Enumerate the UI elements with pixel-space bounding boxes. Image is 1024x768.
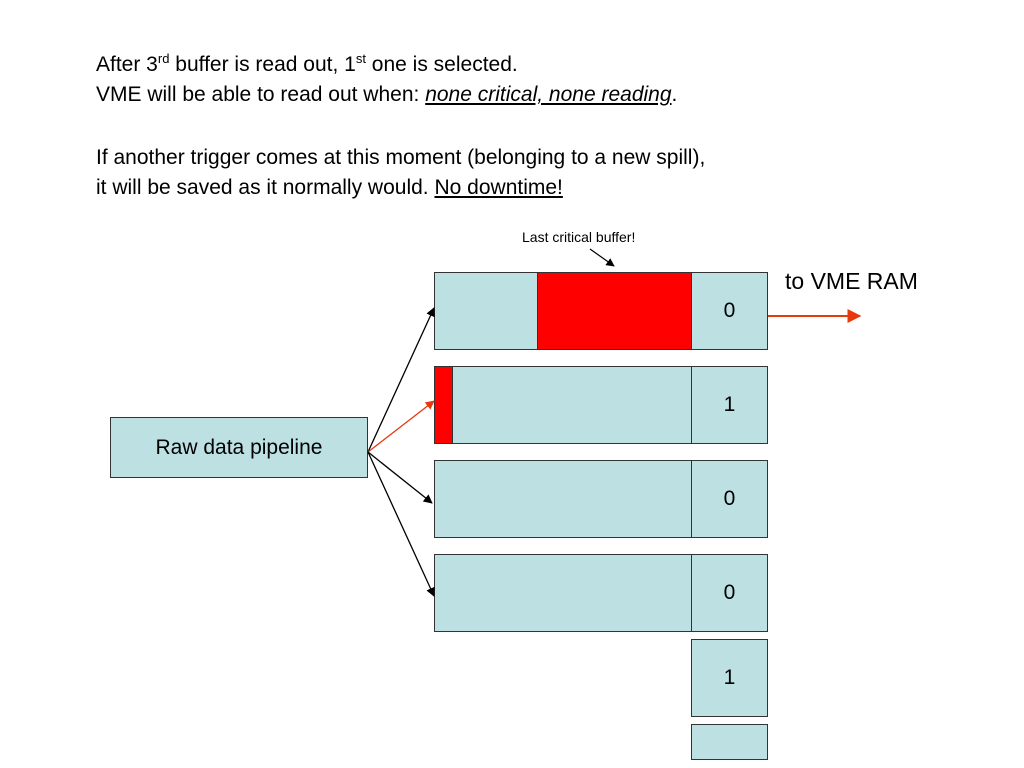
arrow-to-buffer-1 — [367, 400, 435, 453]
arrow-to-buffer-2 — [367, 451, 433, 504]
buffer-2-flag: 0 — [691, 460, 768, 538]
to-vme-ram-label: to VME RAM — [785, 268, 918, 294]
callout-pointer-arrow — [589, 248, 615, 267]
arrow-to-buffer-0 — [367, 307, 435, 453]
raw-data-pipeline-box: Raw data pipeline — [110, 417, 368, 478]
buffer-3 — [434, 554, 692, 632]
buffer-0-flag: 0 — [691, 272, 768, 350]
buffer-1-flag: 1 — [691, 366, 768, 444]
extra-flag-2 — [691, 724, 768, 760]
header-text-2: If another trigger comes at this moment … — [96, 143, 705, 203]
header-text-1: After 3rd buffer is read out, 1st one is… — [96, 50, 677, 110]
arrow-to-buffer-3 — [367, 451, 435, 597]
header-line-2: VME will be able to read out when: none … — [96, 83, 678, 106]
buffer-3-flag: 0 — [691, 554, 768, 632]
header-line-1: After 3rd buffer is read out, 1st one is… — [96, 51, 518, 76]
header-line-4: it will be saved as it normally would. N… — [96, 176, 563, 199]
callout-last-critical: Last critical buffer! — [522, 229, 636, 245]
buffer-1 — [434, 366, 692, 444]
raw-data-pipeline-label: Raw data pipeline — [155, 435, 323, 459]
extra-flag-1: 1 — [691, 639, 768, 717]
buffer-0-critical-fill — [537, 272, 692, 350]
header-line-3: If another trigger comes at this moment … — [96, 146, 706, 169]
